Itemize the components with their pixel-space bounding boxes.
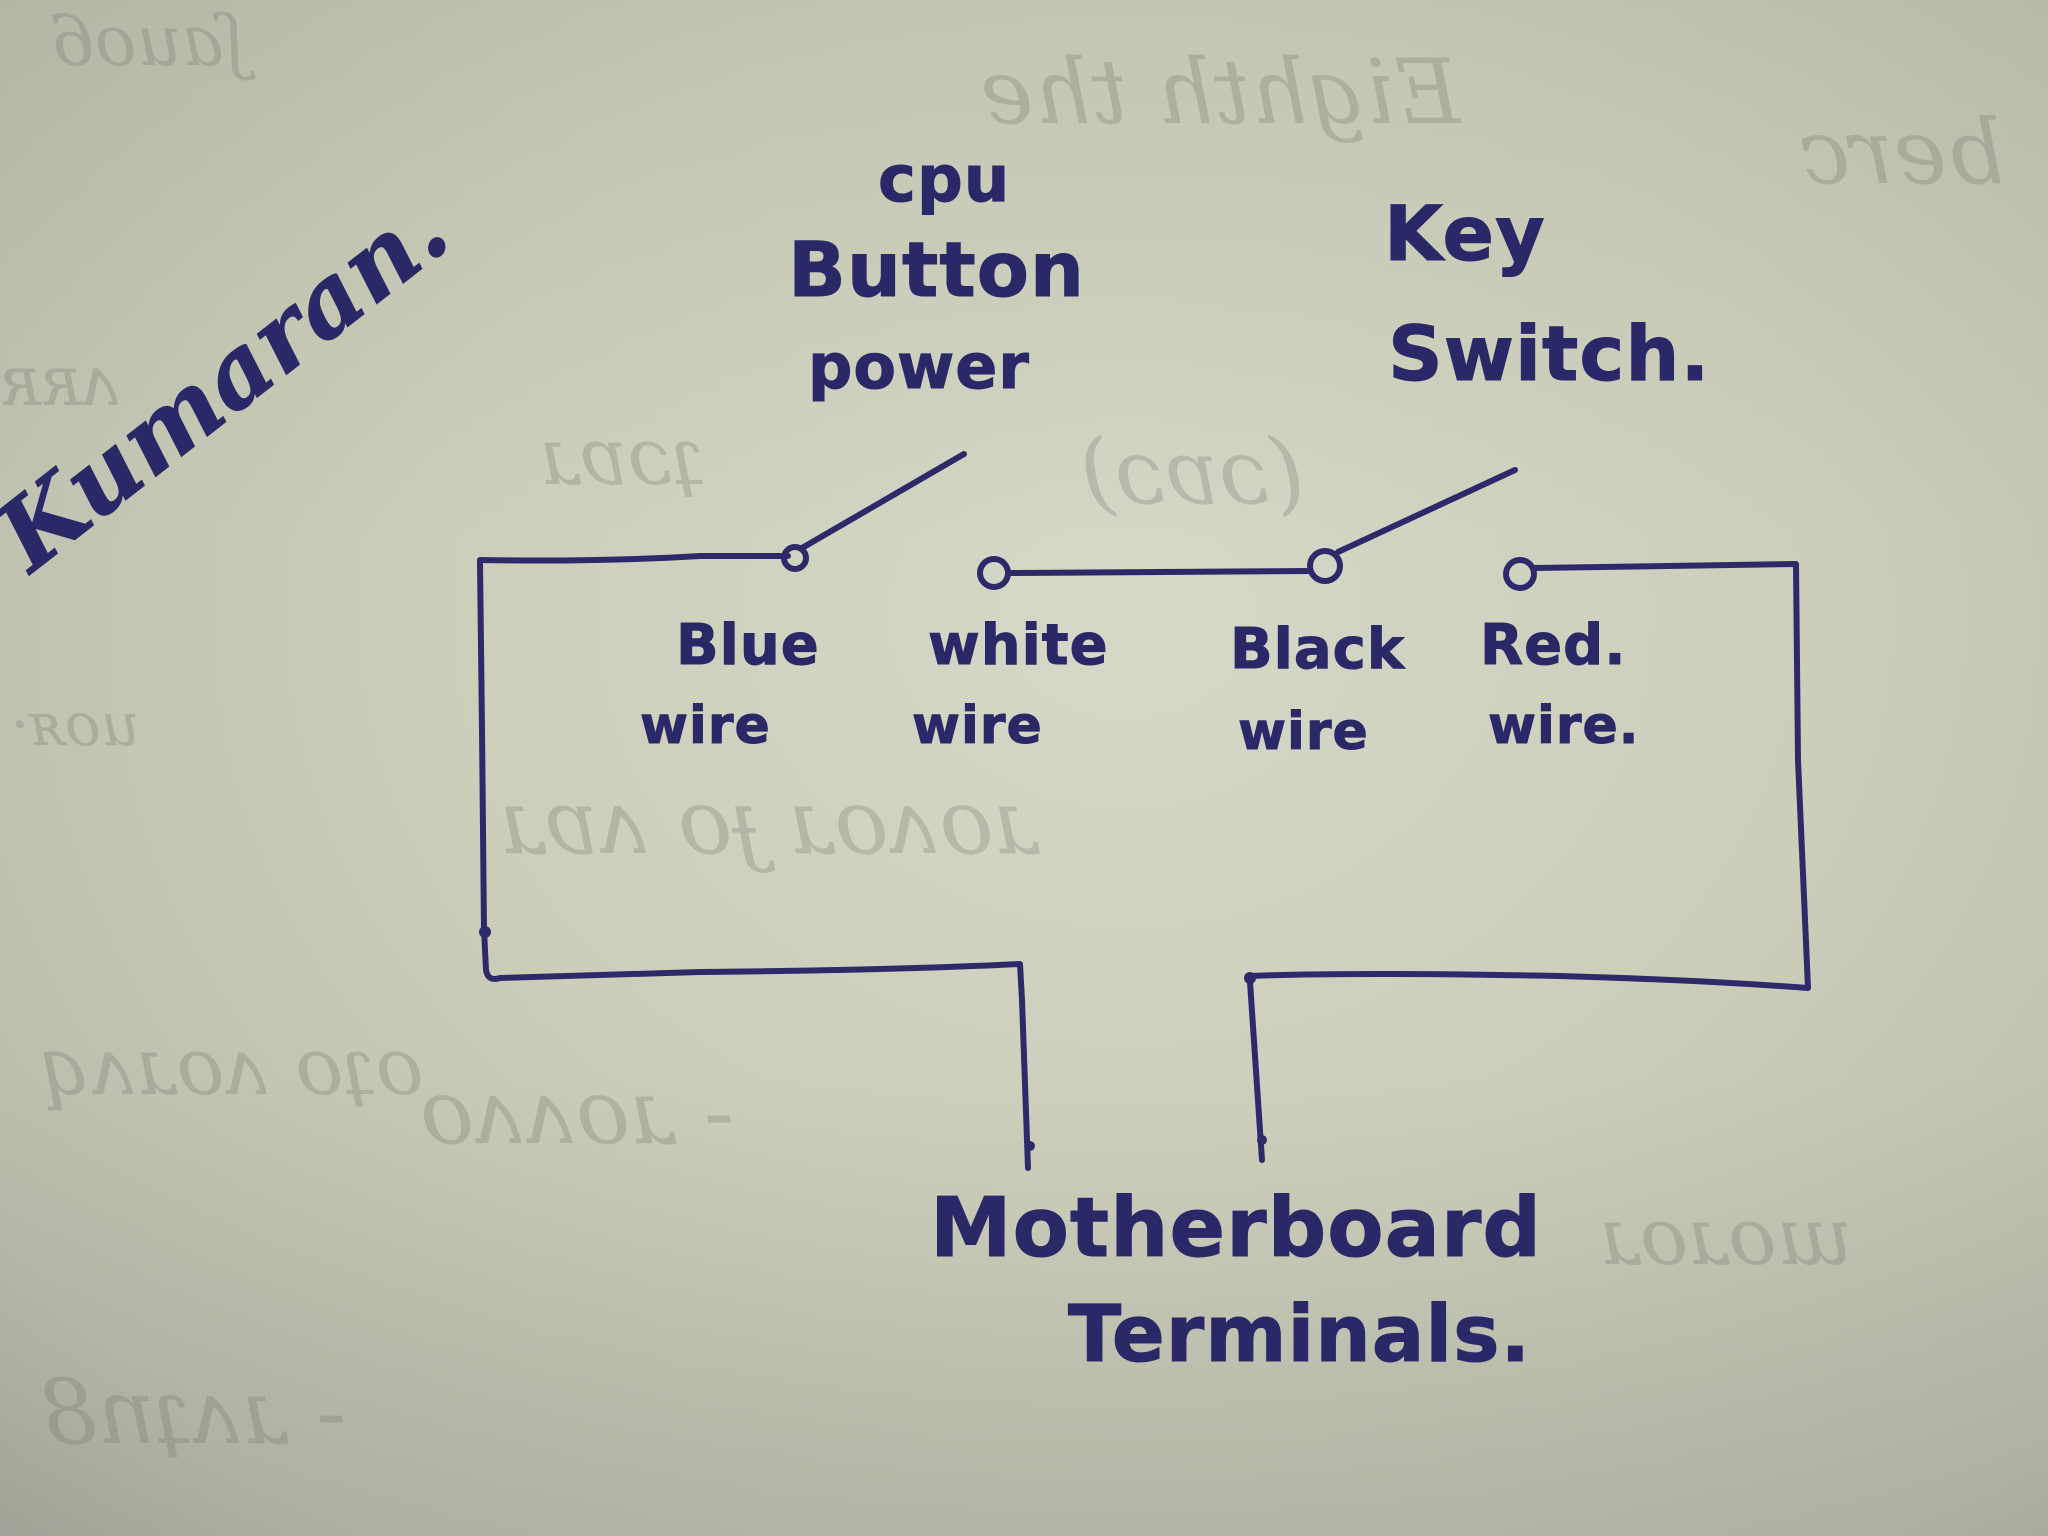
white-black-wire-path [1005,568,1313,576]
key-switch-lever [1335,467,1518,555]
ink-dot [1025,1141,1035,1151]
cpu-button-label-line2: Button [787,225,1086,314]
key-switch-label-line1: Key [1384,189,1546,278]
motherboard-label-line1: Motherboard [929,1181,1543,1276]
key-switch-terminal-right [1503,557,1537,591]
cpu-switch-lever [799,451,967,551]
ink-dot [479,926,491,938]
motherboard-label-line2: Terminals. [1067,1290,1532,1380]
ink-dot [1244,972,1256,984]
red-wire-path [1247,561,1811,1163]
ink-dot [1257,1135,1267,1145]
wire-label-blue-line2: wire [640,696,771,756]
cpu-button-label-line3: power [808,330,1030,403]
cpu-button-label-line1: cpu [877,143,1011,217]
wire-label-red-line1: Red. [1479,613,1627,678]
wire-label-black-line2: wire [1238,702,1369,762]
wire-label-black-line1: Black [1229,617,1406,682]
wire-label-white-line1: white [928,613,1109,678]
cpu-switch-terminal-right [977,556,1011,590]
wire-label-blue-line1: Blue [676,613,820,678]
key-switch-label-line2: Switch. [1387,309,1711,398]
wire-label-red-line2: wire. [1488,696,1640,756]
cpu-switch-terminal-left [781,544,809,572]
blue-wire-path [477,553,1031,1171]
wire-label-white-line2: wire [912,696,1043,756]
key-switch-terminal-left [1307,548,1343,584]
